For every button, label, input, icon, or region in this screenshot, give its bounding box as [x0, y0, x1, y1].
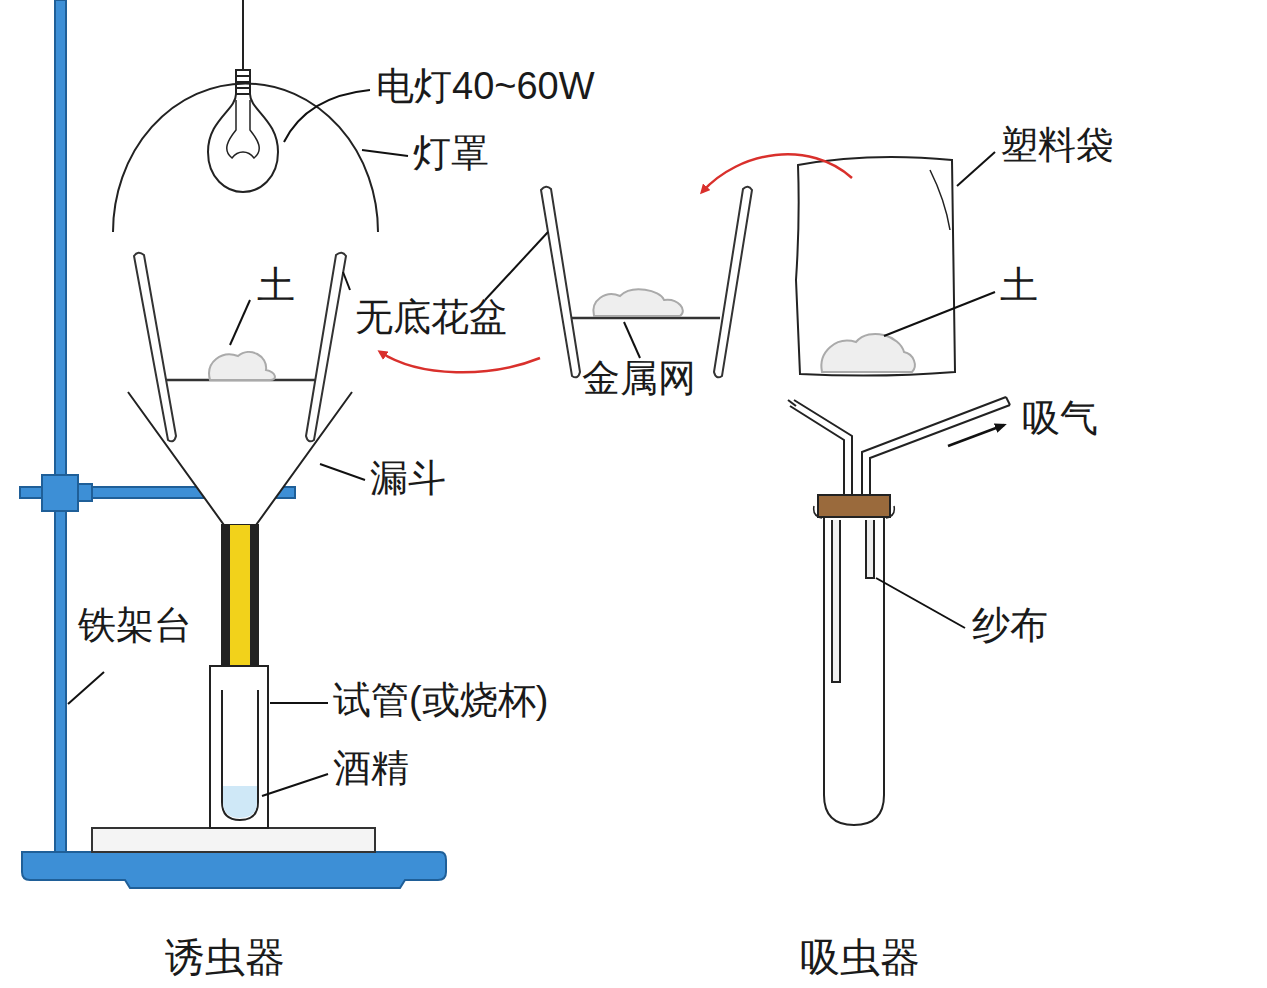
funnel-label: 漏斗 [370, 458, 446, 500]
gauze-label: 纱布 [972, 605, 1048, 647]
mesh-label: 金属网 [582, 358, 696, 400]
soil-label: 土 [257, 265, 295, 307]
lamp-label: 电灯40~60W [376, 66, 595, 108]
bottomless-pot [134, 253, 346, 442]
plastic-bag [796, 157, 955, 376]
suction-label: 吸气 [1022, 398, 1098, 440]
pot-label: 无底花盆 [355, 297, 507, 339]
stand-label: 铁架台 [78, 605, 192, 647]
iron-stand [20, 0, 446, 888]
test-tube [210, 666, 268, 828]
lampshade-label: 灯罩 [413, 133, 489, 175]
alcohol-label: 酒精 [333, 748, 409, 790]
leader-lines [68, 90, 995, 796]
tube-label: 试管(或烧杯) [333, 680, 548, 722]
transfer-arrow [702, 154, 852, 192]
caption-label: 吸虫器 [800, 935, 920, 979]
bag-label: 塑料袋 [1000, 125, 1114, 167]
caption-label: 诱虫器 [165, 935, 285, 979]
soil-label: 土 [1000, 265, 1038, 307]
lamp [113, 0, 378, 232]
transfer-arrow [380, 352, 540, 372]
bottomless-pot [541, 187, 752, 378]
